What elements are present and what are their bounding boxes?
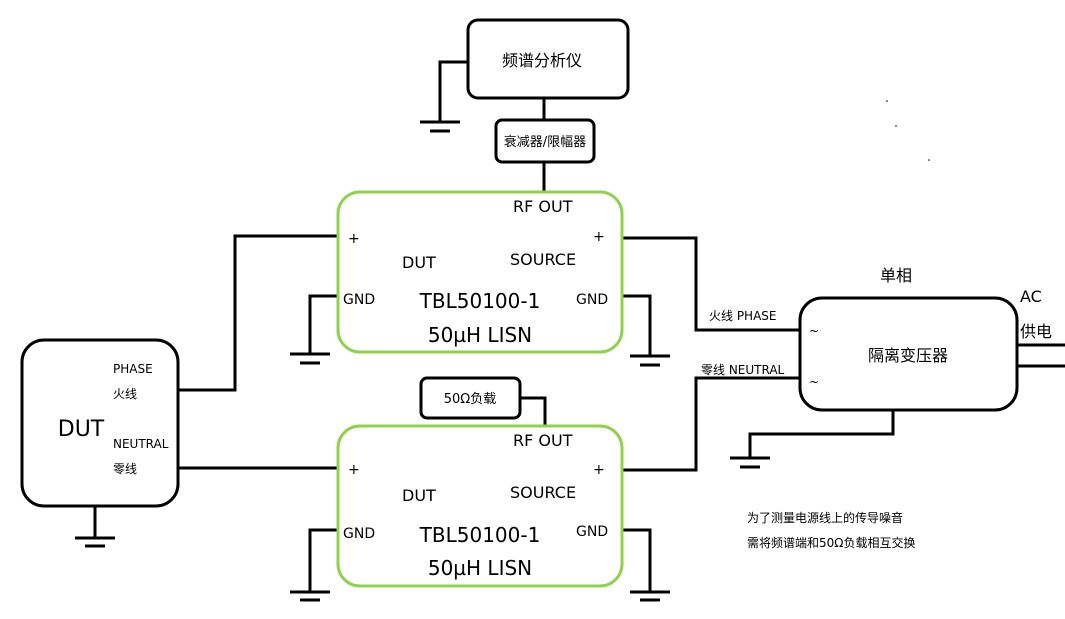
- lisn-bottom-dut-label: DUT: [402, 486, 436, 505]
- wire-lisn-bottom-gnd-left: [308, 528, 338, 592]
- transformer-tilde-top: ~: [809, 324, 819, 338]
- ac-label: AC: [1020, 287, 1042, 306]
- ground-icon: [290, 590, 330, 602]
- lisn-top-spec: 50µH LISN: [428, 323, 532, 347]
- wire-analyzer-ground: [438, 60, 468, 122]
- dut-neutral-label: NEUTRAL: [113, 437, 169, 451]
- spectrum-analyzer-box: [466, 18, 630, 100]
- ground-icon: [75, 536, 115, 548]
- dut-phase-label: PHASE: [113, 362, 153, 376]
- dut-phase-cn-label: 火线: [113, 387, 137, 401]
- wire-dut-phase: [178, 234, 338, 392]
- stray-dot: [895, 125, 897, 127]
- wire-lisn-bottom-gnd-right: [622, 528, 652, 592]
- lisn-bottom-plus-left: +: [348, 462, 360, 478]
- isolation-transformer-label: 隔离变压器: [868, 346, 948, 365]
- phase-wire-label: 火线 PHASE: [709, 309, 776, 323]
- dut-label: DUT: [58, 417, 105, 442]
- lisn-top-plus-right: +: [593, 229, 605, 245]
- ground-icon: [290, 352, 330, 365]
- wire-phase-to-transformer: [622, 236, 800, 332]
- lisn-bottom-source-label: SOURCE: [510, 483, 576, 502]
- lisn-top-rf-out: RF OUT: [513, 197, 573, 216]
- lisn-bottom-gnd-right: GND: [576, 524, 608, 540]
- lisn-top-model: TBL50100-1: [419, 289, 541, 313]
- load-50ohm-box: [419, 376, 522, 420]
- transformer-tilde-bottom: ~: [809, 375, 819, 389]
- ground-icon: [730, 456, 770, 469]
- lisn-bottom-box: [336, 424, 624, 588]
- ground-icon: [630, 590, 670, 602]
- wire-transformer-ground: [748, 410, 895, 458]
- wire-lisn-top-gnd-right: [622, 294, 652, 356]
- lisn-top-dut-label: DUT: [402, 253, 436, 272]
- note-line-1: 为了测量电源线上的传导噪音: [747, 510, 903, 525]
- wire-neutral-to-transformer: [622, 376, 800, 472]
- spectrum-analyzer-label: 频谱分析仪: [502, 51, 582, 70]
- neutral-wire-label: 零线 NEUTRAL: [701, 363, 785, 377]
- stray-dot: [928, 159, 930, 161]
- lisn-top-source-label: SOURCE: [510, 250, 576, 269]
- lisn-bottom-rf-out: RF OUT: [513, 431, 573, 450]
- ground-icon: [420, 120, 460, 133]
- attenuator-box: [494, 118, 596, 164]
- ac-supply-label: 供电: [1020, 322, 1052, 341]
- lisn-top-plus-left: +: [348, 231, 360, 247]
- isolation-transformer-box: [798, 296, 1019, 412]
- stray-dot: [886, 100, 888, 102]
- lisn-bottom-model: TBL50100-1: [419, 523, 541, 547]
- note-line-2: 需将频谱端和50Ω负载相互交换: [747, 535, 915, 550]
- ground-icon: [630, 354, 670, 367]
- wire-load-rf-out: [520, 396, 547, 428]
- attenuator-label: 衰减器/限幅器: [504, 134, 586, 150]
- dut-box: [20, 338, 180, 508]
- lisn-bottom-spec: 50µH LISN: [428, 556, 532, 580]
- lisn-top-box: [336, 190, 624, 354]
- lisn-top-gnd-left: GND: [343, 292, 375, 308]
- load-50ohm-label: 50Ω负载: [444, 392, 496, 407]
- single-phase-label: 单相: [880, 266, 912, 285]
- dut-neutral-cn-label: 零线: [113, 462, 137, 476]
- lisn-bottom-gnd-left: GND: [343, 526, 375, 542]
- wire-lisn-top-gnd-left: [308, 294, 338, 354]
- lisn-top-gnd-right: GND: [576, 292, 608, 308]
- lisn-bottom-plus-right: +: [593, 462, 605, 478]
